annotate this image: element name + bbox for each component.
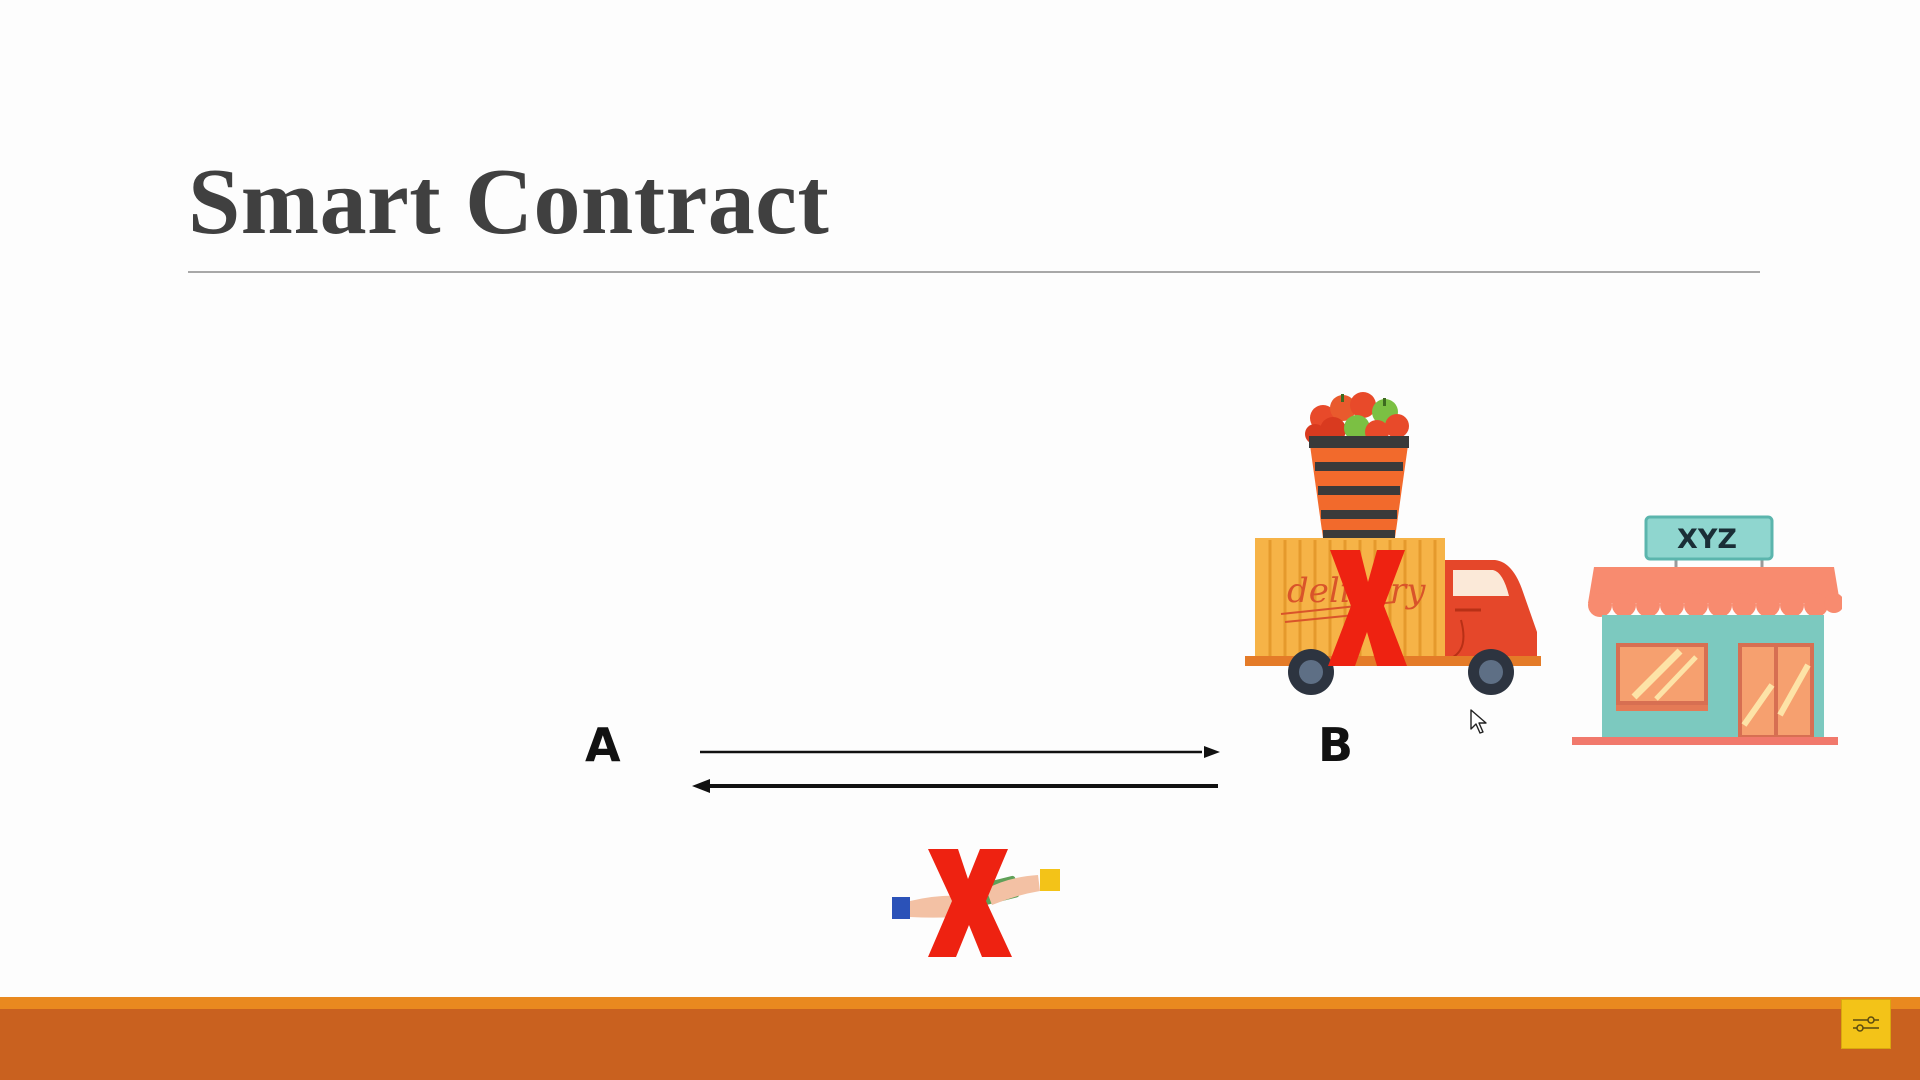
shop-sign [1644, 515, 1774, 561]
footer-bar [0, 1009, 1920, 1080]
title-underline [188, 271, 1760, 273]
exchange-arrows [692, 746, 1220, 793]
footer-stripe [0, 997, 1920, 1009]
toolbar-settings-icon [1853, 1016, 1879, 1032]
mouse-pointer-icon [1470, 709, 1487, 734]
arrow-a-to-b [700, 746, 1220, 758]
apples-icon [1305, 392, 1409, 444]
party-b-label: B [1318, 718, 1354, 772]
storefront-icon [1572, 515, 1842, 745]
shop-sign-text: XYZ [1677, 524, 1737, 555]
party-a-label: A [585, 718, 621, 772]
delivery-truck-icon: delivery [1245, 392, 1541, 695]
sleeve-left [892, 897, 910, 919]
shop-base [1572, 737, 1838, 745]
slide-title: Smart Contract [188, 150, 830, 254]
truck-cab [1445, 560, 1537, 659]
wheel-icon [1288, 649, 1334, 695]
red-x-icon [1328, 550, 1407, 666]
sleeve-right [1040, 869, 1060, 891]
arrow-b-to-a [692, 779, 1218, 793]
toolbar-settings-button[interactable] [1841, 999, 1891, 1049]
basket-icon [1309, 436, 1409, 539]
wheel-icon [1468, 649, 1514, 695]
cash-handover-icon [892, 849, 1060, 957]
red-x-icon [928, 849, 1012, 957]
